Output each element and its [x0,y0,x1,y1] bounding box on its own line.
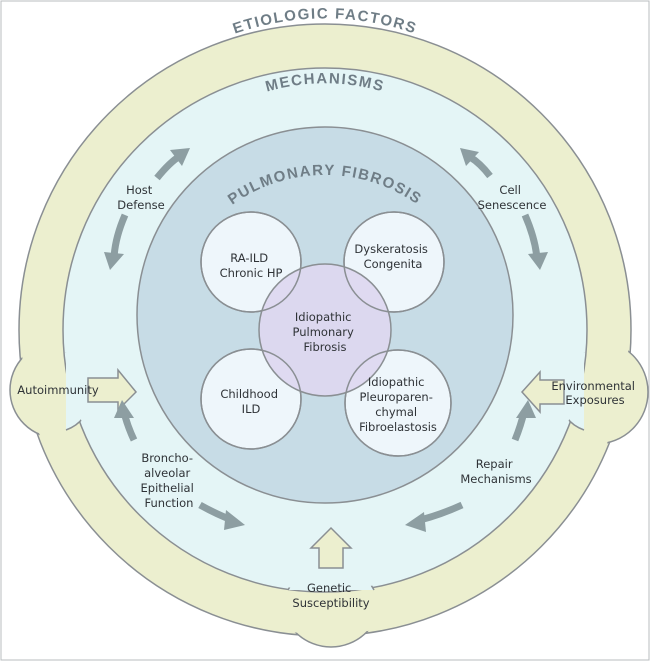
environmental-arrow [520,370,565,414]
disease-circles [200,211,452,457]
genetic-arrow [309,526,353,569]
cell-senescence-arrow [460,148,548,270]
autoimmunity-label: Autoimmunity [17,383,99,397]
repair-mechanisms-arrow [405,400,536,532]
environmental-exposures-label: Environmental Exposures [551,379,638,407]
childhood-ild-label: Childhood ILD [220,387,281,416]
etiologic-arrows [87,367,565,569]
bronchoalveolar-arrow [114,400,245,530]
ipf-label: Idiopathic Pulmonary Fibrosis [293,310,358,354]
ra-ild-label: RA-ILD Chronic HP [220,251,283,280]
genetic-susceptibility-label: Genetic Susceptibility [292,581,369,610]
bronchoalveolar-epithelial-function-label: Broncho- alveolar Epithelial Function [141,451,198,510]
dyskeratosis-congenita-label: Dyskeratosis Congenita [354,242,431,271]
host-defense-arrow [104,148,190,270]
host-defense-label: Host Defense [117,183,164,212]
autoimmunity-arrow [87,367,138,412]
text-labels: Autoimmunity Environmental Exposures Gen… [17,183,638,610]
repair-mechanisms-label: Repair Mechanisms [460,457,531,486]
ppfe-label: Idiopathic Pleuroparen- chymal Fibroelas… [359,375,437,434]
mechanism-arrows [104,148,548,532]
cell-senescence-label: Cell Senescence [478,183,547,212]
